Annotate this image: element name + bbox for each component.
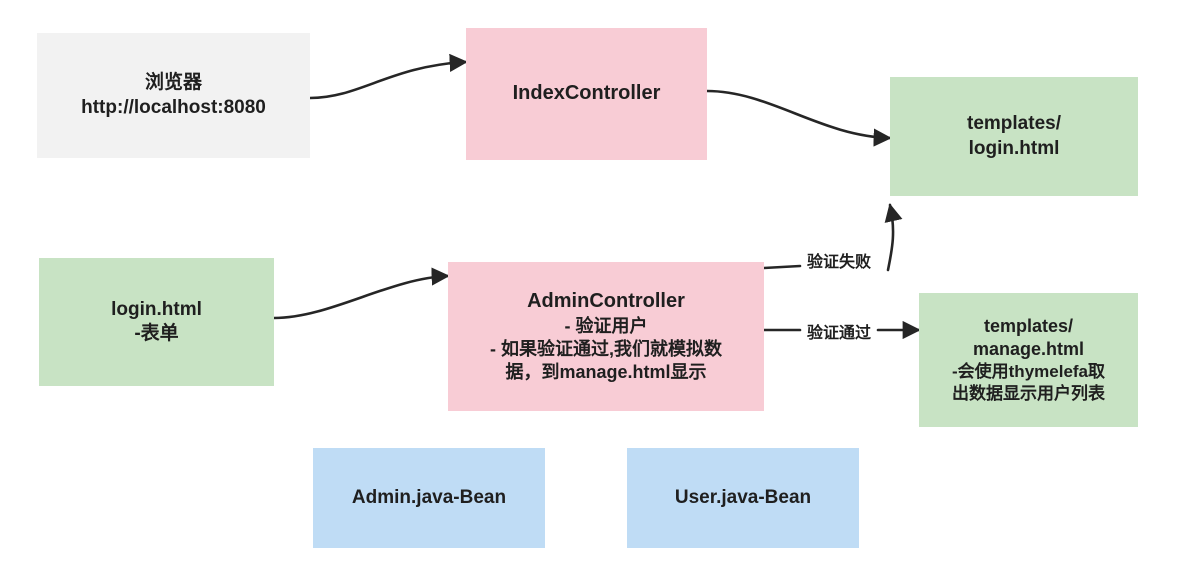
node-admin-java-bean[interactable]: Admin.java-Bean [313,448,545,548]
node-templates-login-line-2: login.html [968,137,1060,159]
node-admin-controller[interactable]: AdminController - 验证用户 - 如果验证通过,我们就模拟数 据… [448,262,764,411]
edge-label-verification-passed: 验证通过 [805,319,874,343]
node-templates-manage-html[interactable]: templates/ manage.html -会使用thymelefa取 出数… [919,293,1138,427]
node-templates-login-line-1: templates/ [967,113,1061,135]
node-login-html[interactable]: login.html -表单 [39,258,274,386]
node-login-html-line-2: -表单 [134,323,179,344]
node-user-java-bean-label: User.java-Bean [674,486,812,508]
edge-label-verification-failed: 验证失败 [805,248,874,272]
node-admin-controller-line-3: - 如果验证通过,我们就模拟数 [490,338,722,359]
node-admin-controller-line-2: - 验证用户 [564,315,648,336]
node-admin-controller-line-1: AdminController [527,290,685,313]
node-browser-line-1: 浏览器 [144,72,202,94]
node-templates-login-html[interactable]: templates/ login.html [890,77,1138,196]
node-admin-java-bean-label: Admin.java-Bean [351,486,507,508]
node-user-java-bean[interactable]: User.java-Bean [627,448,859,548]
edge-login-to-admin-controller [272,267,450,320]
node-login-html-line-1: login.html [111,298,202,320]
edge-admin-controller-to-templates-login-fail [762,264,802,270]
node-templates-manage-line-4: 出数据显示用户列表 [952,384,1105,404]
node-templates-manage-line-1: templates/ [983,316,1074,337]
node-browser-line-2: http://localhost:8080 [81,96,266,118]
node-index-controller-label: IndexController [512,82,661,105]
node-templates-manage-line-2: manage.html [972,339,1085,360]
edge-index-controller-to-templates-login [705,89,892,147]
node-templates-manage-line-3: -会使用thymelefa取 [951,362,1106,382]
node-admin-controller-line-4: 据，到manage.html显示 [505,361,707,382]
node-index-controller[interactable]: IndexController [466,28,707,160]
edge-admin-controller-to-templates-login-fail-tail [884,203,903,272]
edge-browser-to-index-controller [308,53,468,100]
node-browser[interactable]: 浏览器 http://localhost:8080 [37,33,310,158]
